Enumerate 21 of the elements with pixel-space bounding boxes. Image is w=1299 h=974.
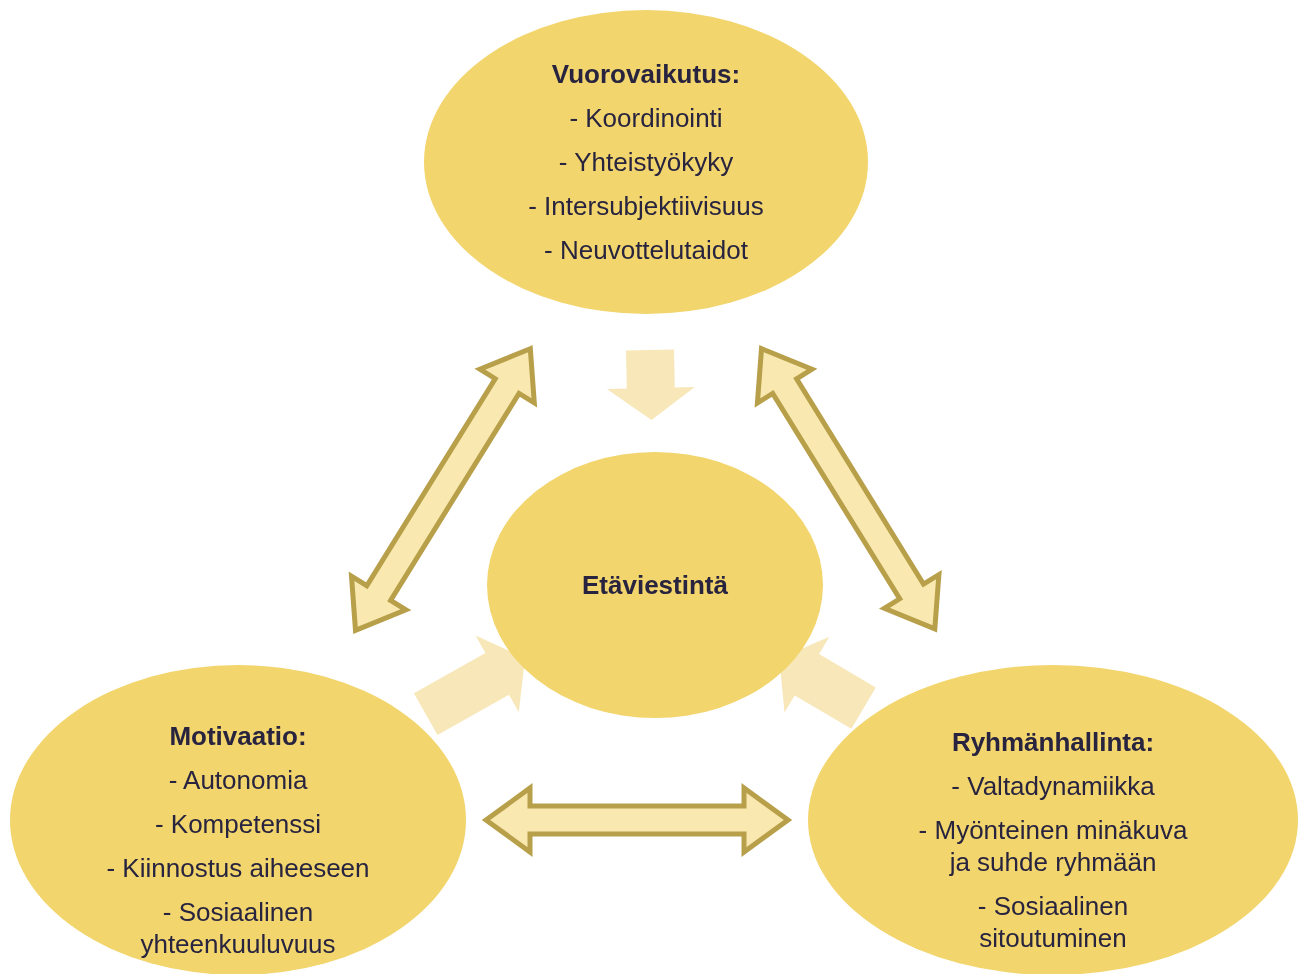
node-heading: Ryhmänhallinta: <box>951 726 1155 758</box>
list-item: - Yhteistyökyky <box>558 146 734 178</box>
node-heading: Vuorovaikutus: <box>551 58 741 90</box>
node-heading: Etäviestintä <box>582 569 728 601</box>
block-arrow <box>413 635 526 736</box>
list-item: - Koordinointi <box>569 102 723 134</box>
list-item: - Kiinnostus aiheeseen <box>106 852 370 884</box>
block-arrow <box>481 783 793 857</box>
node-heading: Motivaatio: <box>169 720 307 752</box>
list-item: - Autonomia <box>168 764 308 796</box>
block-arrow <box>779 636 876 729</box>
block-arrow <box>348 345 538 634</box>
list-item: - Kompetenssi <box>154 808 322 840</box>
block-arrow <box>754 345 942 633</box>
list-item: - Neuvottelutaidot <box>544 234 748 266</box>
block-arrow <box>606 349 695 420</box>
list-item: - Myönteinen minäkuva ja suhde ryhmään <box>917 814 1189 878</box>
list-item: - Intersubjektiivisuus <box>528 190 764 222</box>
list-item: - Sosiaalinen sitoutuminen <box>976 890 1130 954</box>
list-item: - Valtadynamiikka <box>951 770 1155 802</box>
list-item: - Sosiaalinen yhteenkuuluvuus <box>139 896 337 960</box>
